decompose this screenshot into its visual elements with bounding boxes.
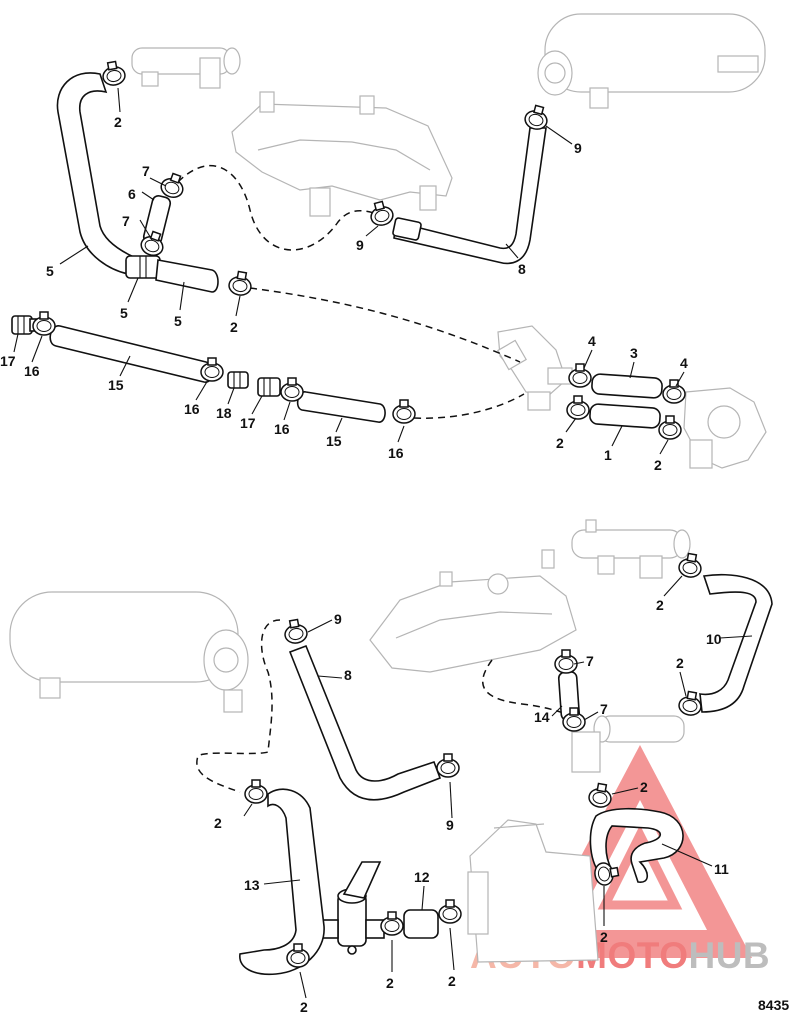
callout-bottom-2g: 2	[386, 975, 394, 991]
callout-bottom-9b: 9	[446, 817, 454, 833]
callout-top-16a: 16	[24, 363, 40, 379]
callout-top-16b: 16	[184, 401, 200, 417]
callout-bottom-14: 14	[534, 709, 550, 725]
callout-bottom-2d: 2	[640, 779, 648, 795]
top-exhaust-manifold	[231, 91, 453, 217]
clamp-bottom-9a	[281, 617, 310, 646]
bottom-route-line-1	[196, 619, 281, 793]
bottom-exhaust-manifold	[369, 549, 577, 673]
callout-bottom-2b: 2	[676, 655, 684, 671]
bottom-cooler-mid	[571, 715, 685, 773]
callout-bottom-2c: 2	[214, 815, 222, 831]
callout-bottom-12: 12	[414, 869, 430, 885]
hose-13	[239, 788, 325, 976]
hose-5-coupler	[125, 255, 161, 279]
hose-12	[403, 909, 439, 939]
hose-10	[699, 573, 773, 713]
bottom-cooler-small	[571, 519, 691, 579]
callout-top-5b: 5	[120, 305, 128, 321]
callout-top-5a: 5	[46, 263, 54, 279]
callout-top-4a: 4	[588, 333, 596, 349]
callout-bottom-8: 8	[344, 667, 352, 683]
fitting-17-right	[257, 377, 281, 397]
callout-top-2b: 2	[230, 319, 238, 335]
hose-1	[589, 403, 661, 429]
clamp-bottom-2h	[438, 899, 462, 924]
callout-top-17b: 17	[240, 415, 256, 431]
callout-top-15b: 15	[326, 433, 342, 449]
bottom-engine-block	[467, 819, 599, 963]
clamp-top-9a	[367, 198, 396, 229]
clamp-top-16d	[392, 399, 416, 424]
hose-8-bottom	[288, 644, 442, 801]
callout-bottom-7b: 7	[600, 701, 608, 717]
hose-3	[591, 373, 663, 399]
hose-5-elbow	[56, 72, 138, 275]
callout-bottom-10: 10	[706, 631, 722, 647]
clamp-top-2a	[99, 59, 128, 88]
clamp-bottom-9b	[436, 753, 460, 778]
callout-top-16c: 16	[274, 421, 290, 437]
top-route-line-2	[249, 287, 521, 363]
callout-top-7a: 7	[142, 163, 150, 179]
callout-top-9a: 9	[356, 237, 364, 253]
callout-top-18: 18	[216, 405, 232, 421]
clamp-bottom-2g	[380, 911, 404, 936]
callout-top-17a: 17	[0, 353, 16, 369]
watermark-brand-hub: HUB	[688, 935, 770, 976]
callout-bottom-2h: 2	[448, 973, 456, 989]
callout-bottom-9a: 9	[334, 611, 342, 627]
top-heat-exchanger	[537, 13, 766, 109]
clamp-top-16a	[32, 311, 56, 336]
callout-top-7b: 7	[122, 213, 130, 229]
clamp-top-2b	[226, 269, 255, 298]
bottom-route-line-2	[481, 659, 573, 717]
clamp-top-4b	[662, 379, 686, 404]
callout-top-4b: 4	[680, 355, 688, 371]
callout-top-2c: 2	[556, 435, 564, 451]
clamp-top-2c	[566, 395, 590, 420]
callout-top-16d: 16	[388, 445, 404, 461]
fitting-18	[227, 371, 249, 389]
callout-bottom-13: 13	[244, 877, 260, 893]
callout-top-1: 1	[604, 447, 612, 463]
top-assembly: 2 7 6 7 5 5 5 2 9 9 8 17 16 15 16 18 17 …	[0, 13, 767, 473]
hose-5-straight	[155, 259, 219, 293]
callout-bottom-7a: 7	[586, 653, 594, 669]
callout-bottom-2e: 2	[600, 929, 608, 945]
callout-bottom-11: 11	[714, 861, 729, 877]
callout-top-3: 3	[630, 345, 638, 361]
top-y-fitting	[497, 325, 573, 411]
top-water-pump	[683, 387, 767, 469]
callout-bottom-2f: 2	[300, 999, 308, 1015]
callout-top-15a: 15	[108, 377, 124, 393]
top-cooler-small	[131, 47, 241, 89]
clamp-top-16c	[280, 377, 304, 402]
top-route-line-1	[177, 164, 385, 251]
callout-top-5c: 5	[174, 313, 182, 329]
bottom-assembly: 2 9 8 10 2 7 14 7 2 11 2 2 9 13 12 2 2 2	[9, 519, 773, 1015]
hose-8-top	[393, 127, 547, 265]
callout-bottom-2a: 2	[656, 597, 664, 613]
hose-15-short	[296, 391, 386, 423]
hose-15-long	[49, 325, 214, 383]
clamp-bottom-2c	[244, 779, 268, 804]
clamp-top-2d	[658, 415, 682, 440]
callout-top-6: 6	[128, 186, 136, 202]
document-number: 8435	[758, 997, 789, 1013]
bottom-heat-exchanger	[9, 591, 249, 713]
callout-top-2a: 2	[114, 114, 122, 130]
clamp-bottom-7a	[554, 649, 578, 674]
bottom-valve-assembly	[321, 861, 385, 955]
top-route-line-3	[413, 393, 525, 419]
callout-top-9b: 9	[574, 140, 582, 156]
callout-top-8: 8	[518, 261, 526, 277]
callout-top-2d: 2	[654, 457, 662, 473]
clamp-top-7a	[157, 170, 188, 201]
